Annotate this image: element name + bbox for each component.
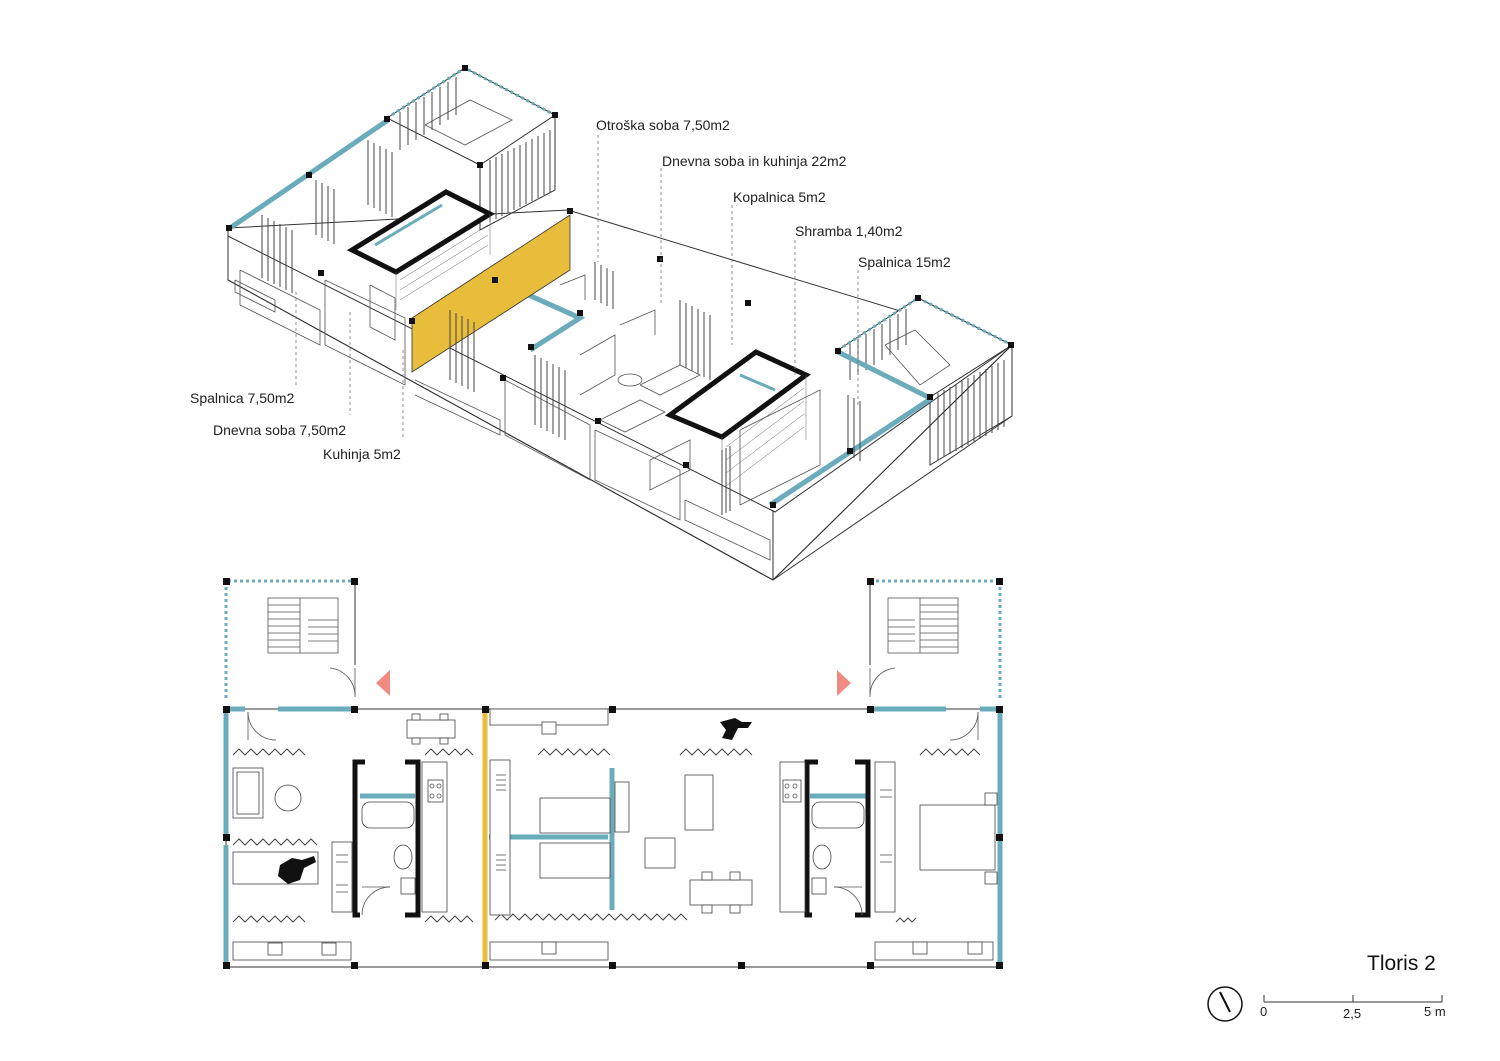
axo-stair-curtain-left [399, 77, 551, 222]
plan-posts [223, 578, 1003, 969]
label-kopalnica: Kopalnica 5m2 [733, 189, 826, 205]
plan-furniture [232, 708, 998, 961]
plan-stair-right [869, 579, 1002, 700]
axo-posts [226, 65, 1014, 508]
axo-leader-lines [295, 135, 859, 440]
scale-tick-0: 0 [1260, 1004, 1267, 1019]
room-labels: Otroška soba 7,50m2 Dnevna soba in kuhin… [190, 117, 951, 462]
floor-plan [223, 578, 1003, 969]
scale-bar: 0 2,5 5 m [1260, 995, 1446, 1021]
plan-doors [247, 711, 979, 916]
scale-tick-5m: 5 m [1424, 1004, 1446, 1019]
label-spalnica-15: Spalnica 15m2 [858, 254, 951, 270]
label-dnevna-kuhinja: Dnevna soba in kuhinja 22m2 [662, 153, 847, 169]
plan-bathroom-walls [352, 759, 871, 918]
axonometric-view [226, 65, 1014, 581]
plan-curtains [232, 748, 981, 923]
axo-stair-tower-left [385, 66, 556, 231]
axo-right-window [836, 349, 932, 401]
plan-stair-left [224, 579, 356, 700]
entrance-arrow-left [376, 670, 390, 696]
north-arrow [1207, 986, 1243, 1022]
entrance-arrow-right [837, 670, 851, 696]
axo-curtains [261, 140, 861, 515]
label-shramba: Shramba 1,40m2 [795, 223, 903, 239]
plan-title: Tloris 2 [1367, 952, 1436, 975]
axo-yellow-partition [411, 214, 571, 373]
plan-people [278, 718, 752, 884]
axo-furniture [234, 274, 821, 506]
label-otroska-soba: Otroška soba 7,50m2 [596, 117, 730, 133]
label-kuhinja: Kuhinja 5m2 [323, 446, 401, 462]
label-spalnica-750: Spalnica 7,50m2 [190, 390, 295, 406]
plan-shelves [336, 774, 892, 893]
label-dnevna-750: Dnevna soba 7,50m2 [213, 422, 346, 438]
scale-tick-2-5: 2,5 [1343, 1006, 1361, 1021]
